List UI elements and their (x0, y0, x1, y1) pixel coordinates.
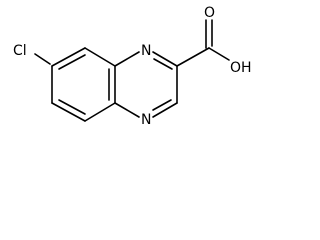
bond-c5-c6 (51, 102, 86, 122)
bond-c3-n4 (152, 102, 178, 118)
bond-n1-c2 (152, 51, 178, 67)
bond-c2-carboxyl (176, 47, 210, 67)
bond-c7-c8 (51, 47, 86, 67)
bond-c7-c8-double (58, 54, 86, 70)
bond-c5-c6-double (58, 99, 86, 115)
chemical-structure: Cl N N O OH (13, 5, 252, 128)
bond-cl-c7 (34, 53, 51, 65)
atom-label-n1: N (141, 43, 151, 59)
bond-n4-c4a (114, 102, 140, 118)
atom-label-cl: Cl (13, 43, 27, 59)
atom-label-oh: OH (230, 60, 252, 76)
bond-c4a-c5 (84, 102, 116, 122)
bond-n1-c2-double (153, 58, 173, 70)
bond-c8-c8a (84, 47, 116, 67)
bond-c3-n4-double (152, 99, 172, 111)
bond-carboxyl-oh (208, 47, 230, 61)
atom-label-n4: N (141, 112, 151, 128)
atom-label-o-carbonyl: O (204, 5, 215, 21)
bond-c8a-n1 (114, 51, 140, 67)
